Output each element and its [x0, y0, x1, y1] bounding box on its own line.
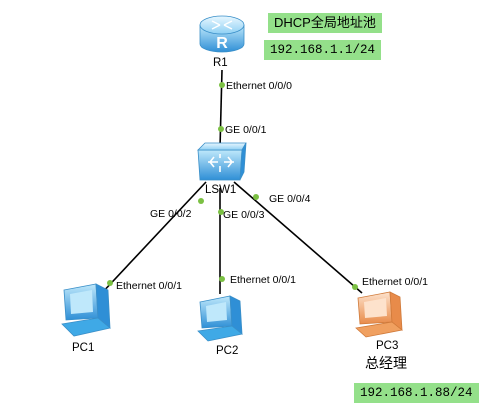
port-label-lsw1-ge003: GE 0/0/3 [223, 209, 265, 221]
port-dot-lsw1-ge003 [218, 209, 224, 215]
port-label-pc3-e001: Ethernet 0/0/1 [362, 276, 428, 288]
pool-network-note: 192.168.1.1/24 [264, 40, 382, 60]
link-lsw1-pc1[interactable] [99, 181, 207, 296]
general-manager-label: 总经理 [365, 355, 407, 371]
port-dot-lsw1-ge001 [218, 126, 224, 132]
port-dot-lsw1-ge002 [198, 198, 204, 204]
port-label-pc1-e001: Ethernet 0/0/1 [116, 280, 182, 292]
port-label-lsw1-ge002: GE 0/0/2 [150, 208, 192, 220]
pc1-icon[interactable] [61, 283, 111, 337]
port-label-lsw1-ge001: GE 0/0/1 [225, 124, 267, 136]
link-r1-lsw1[interactable] [219, 69, 223, 149]
port-dot-pc3-e001 [352, 284, 358, 290]
port-label-lsw1-ge004: GE 0/0/4 [269, 193, 311, 205]
pc2-label: PC2 [216, 345, 239, 357]
port-dot-lsw1-ge004 [253, 194, 259, 200]
link-lsw1-pc3[interactable] [233, 181, 363, 294]
dhcp-pool-note: DHCP全局地址池 [268, 13, 382, 33]
router-label: R1 [213, 57, 228, 69]
pc2-icon[interactable] [197, 295, 243, 342]
router-glyph: R [216, 35, 228, 52]
pc3-icon[interactable] [355, 291, 403, 338]
port-label-pc2-e001: Ethernet 0/0/1 [230, 274, 296, 286]
port-dot-r1-e000 [219, 82, 225, 88]
switch-icon[interactable] [197, 142, 247, 181]
pc3-label: PC3 [376, 340, 399, 352]
pc1-label: PC1 [72, 342, 95, 354]
switch-label: LSW1 [205, 184, 237, 196]
router-icon[interactable]: R [199, 15, 245, 53]
port-dot-pc1-e001 [107, 280, 113, 286]
general-manager-ip-note: 192.168.1.88/24 [354, 383, 479, 403]
port-label-r1-e000: Ethernet 0/0/0 [226, 80, 292, 92]
port-dot-pc2-e001 [219, 276, 225, 282]
